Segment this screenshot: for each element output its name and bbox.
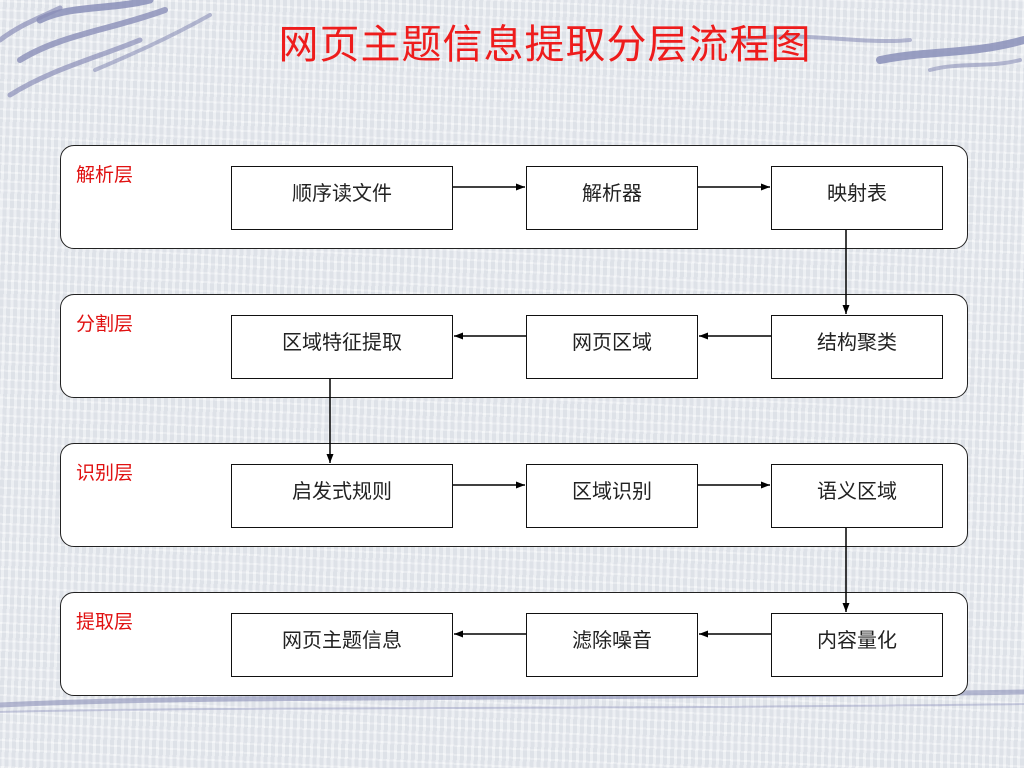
node-read-file: 顺序读文件 bbox=[231, 166, 453, 230]
node-semantic-region: 语义区域 bbox=[771, 464, 943, 528]
node-region-recognize: 区域识别 bbox=[526, 464, 698, 528]
page-title: 网页主题信息提取分层流程图 bbox=[278, 22, 812, 68]
node-content-quantify: 内容量化 bbox=[771, 613, 943, 677]
node-mapping-table: 映射表 bbox=[771, 166, 943, 230]
node-web-topic-info: 网页主题信息 bbox=[231, 613, 453, 677]
node-web-region: 网页区域 bbox=[526, 315, 698, 379]
node-parser: 解析器 bbox=[526, 166, 698, 230]
layer-label-recognize: 识别层 bbox=[76, 462, 134, 484]
layer-label-extract: 提取层 bbox=[76, 611, 134, 633]
layer-label-segment: 分割层 bbox=[76, 313, 134, 335]
node-heuristic-rules: 启发式规则 bbox=[231, 464, 453, 528]
node-region-feature-extract: 区域特征提取 bbox=[231, 315, 453, 379]
node-noise-filter: 滤除噪音 bbox=[526, 613, 698, 677]
layer-label-parse: 解析层 bbox=[76, 164, 134, 186]
node-structure-cluster: 结构聚类 bbox=[771, 315, 943, 379]
